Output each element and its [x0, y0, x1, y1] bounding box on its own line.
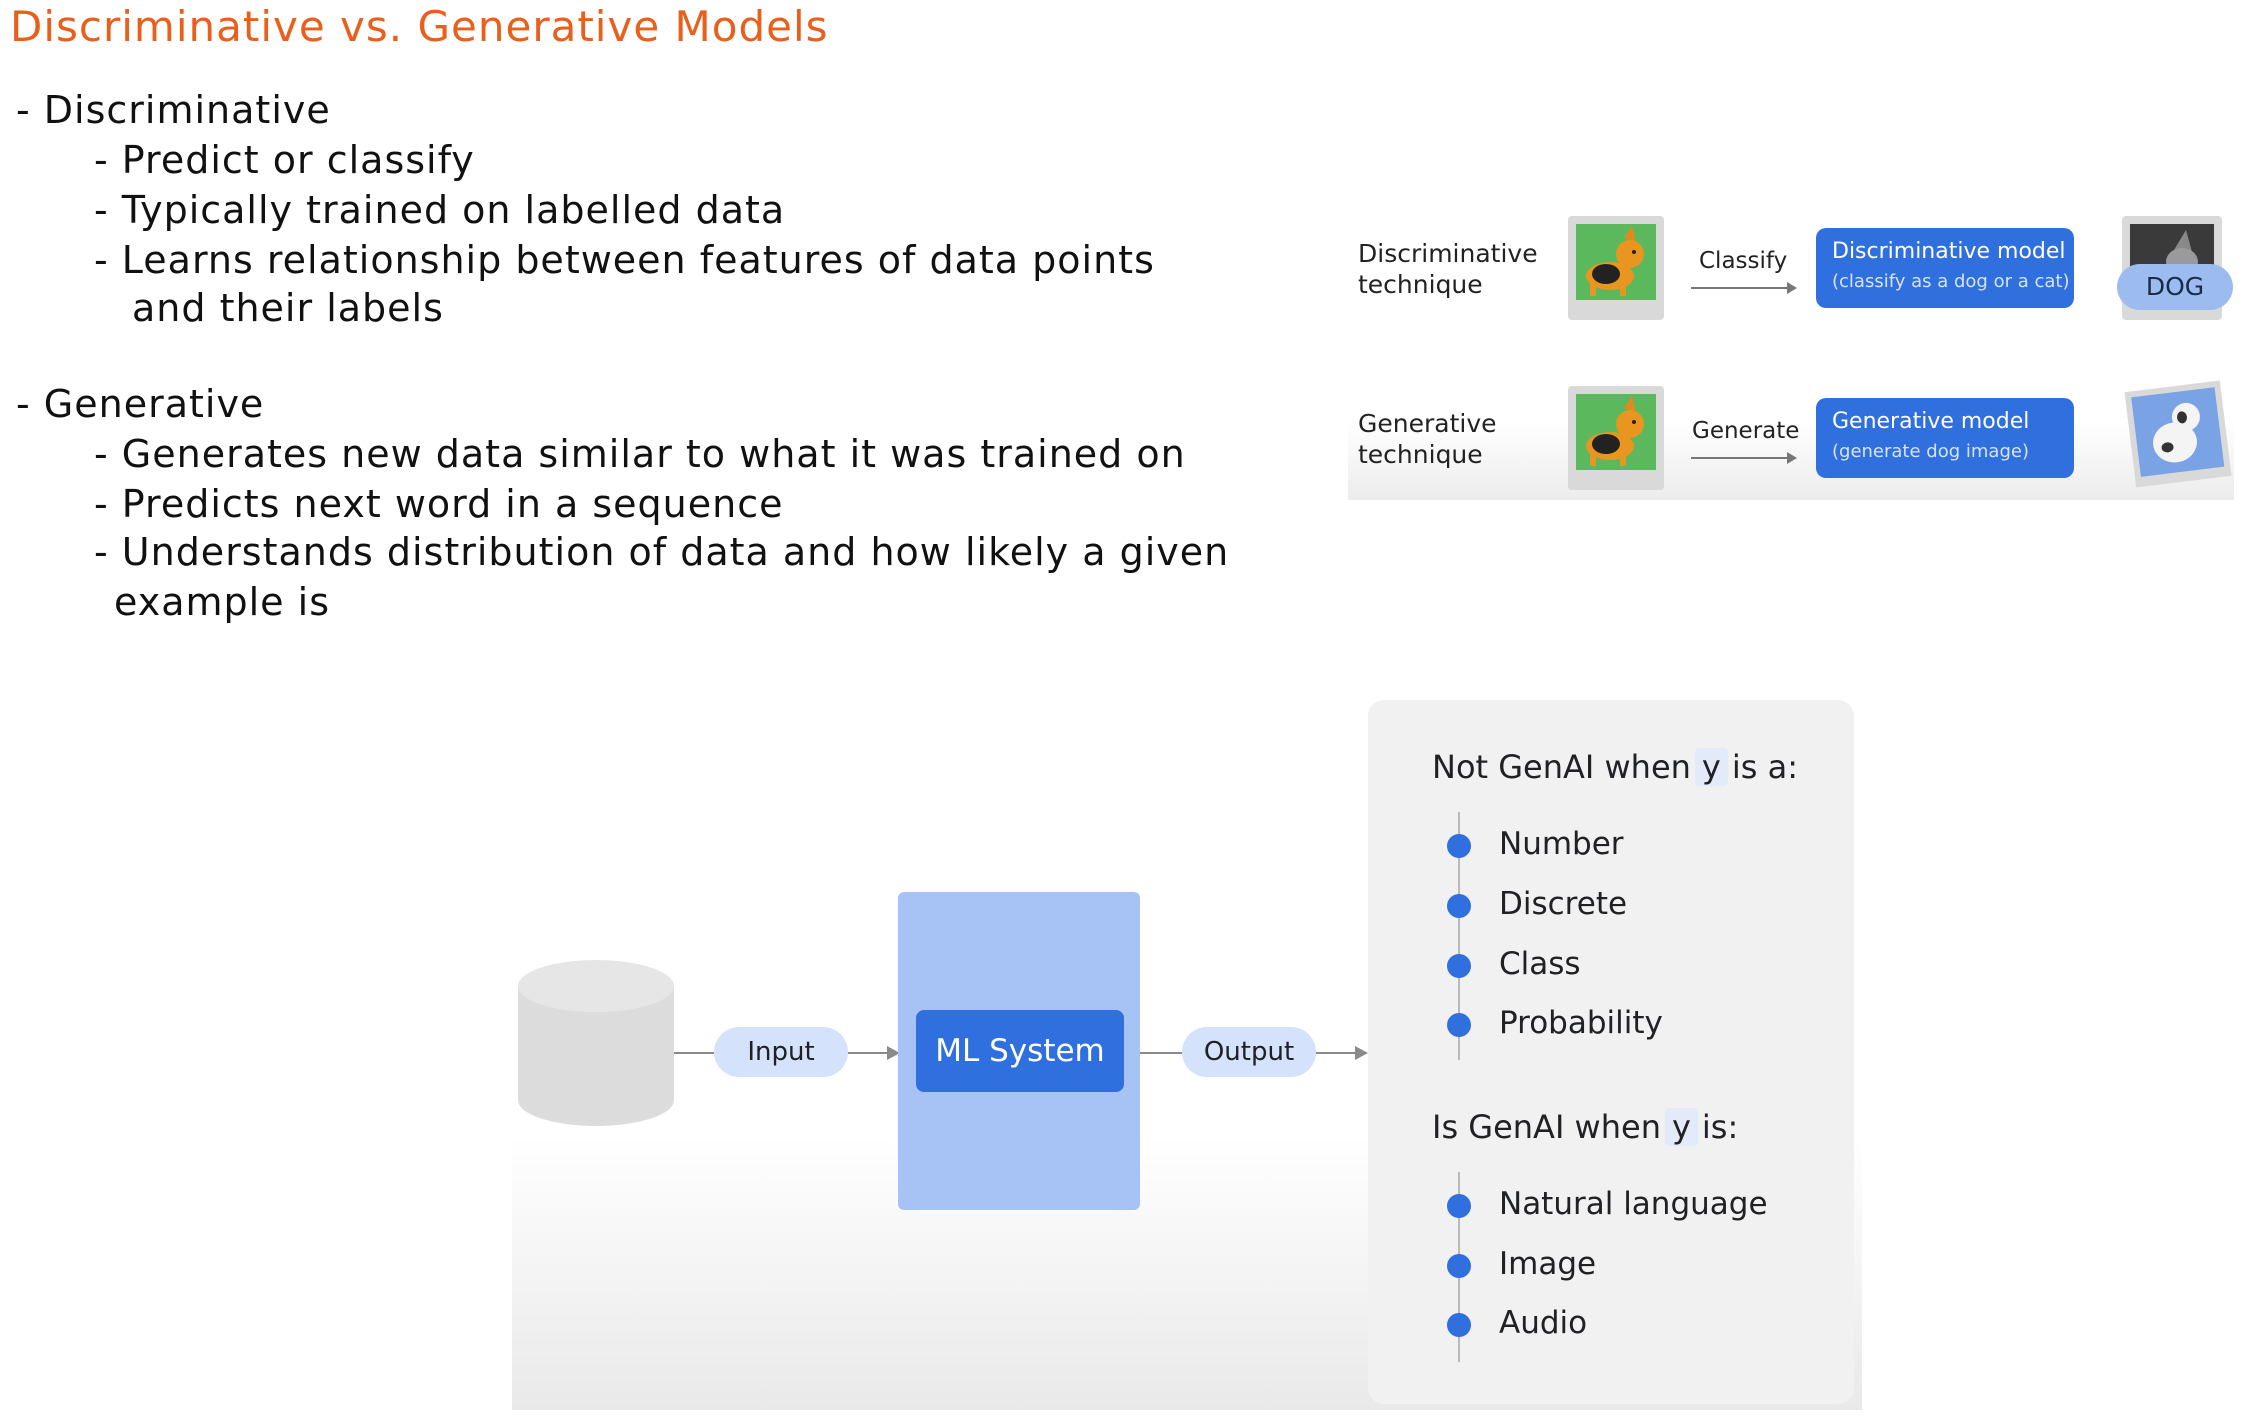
note-line-generative: - Generative [16, 382, 265, 426]
note-line-labelled: - Typically trained on labelled data [94, 188, 786, 232]
note-line-generates: - Generates new data similar to what it … [94, 432, 1186, 476]
dog-image [1576, 224, 1656, 300]
discriminative-model-subtitle: (classify as a dog or a cat) [1832, 271, 2070, 292]
discriminative-technique-label: Discriminative technique [1358, 239, 1538, 299]
genai-criteria-card [1368, 700, 1854, 1404]
bullet-dot [1447, 954, 1471, 978]
dog-photo-thumbnail [1568, 216, 1664, 320]
generative-technique-label: Generative technique [1358, 409, 1497, 469]
classify-arrow [1691, 282, 1797, 294]
bullet-dot [1447, 1254, 1471, 1278]
classify-arrow-label: Classify [1699, 248, 1788, 274]
dog-photo-thumbnail-generative [1568, 386, 1664, 490]
bullet-dot [1447, 1194, 1471, 1218]
note-line-labels: and their labels [132, 286, 444, 330]
generate-arrow [1691, 452, 1797, 464]
bullet-dot [1447, 894, 1471, 918]
dog-image [1576, 394, 1656, 470]
dog-result-badge: DOG [2117, 264, 2233, 310]
input-connector-line [674, 1052, 714, 1054]
note-line-relationship: - Learns relationship between features o… [94, 238, 1155, 282]
bullet-dot [1447, 1013, 1471, 1037]
is-genai-item-image: Image [1499, 1246, 1597, 1282]
not-genai-item-number: Number [1499, 826, 1624, 862]
not-genai-timeline [1458, 812, 1460, 1060]
output-arrow [1316, 1046, 1368, 1060]
notes-title: Discriminative vs. Generative Models [10, 2, 829, 51]
not-genai-heading-text: Not GenAI when [1432, 748, 1691, 786]
note-line-next-word: - Predicts next word in a sequence [94, 482, 784, 526]
not-genai-item-discrete: Discrete [1499, 886, 1628, 922]
not-genai-item-class: Class [1499, 946, 1581, 982]
bullet-dot [1447, 834, 1471, 858]
note-line-distribution: - Understands distribution of data and h… [94, 530, 1230, 574]
generative-model-title: Generative model [1832, 409, 2030, 434]
technique-panel [1348, 188, 2234, 500]
input-pill: Input [714, 1027, 848, 1077]
y-variable-chip: y [1664, 1108, 1698, 1146]
note-line-example: example is [114, 580, 330, 624]
not-genai-heading-suffix: is a: [1731, 748, 1798, 786]
generated-dog-image [2122, 378, 2234, 490]
is-genai-item-audio: Audio [1499, 1305, 1588, 1341]
is-genai-heading-suffix: is: [1701, 1108, 1739, 1146]
note-line-discriminative: - Discriminative [16, 88, 331, 132]
input-arrow [848, 1046, 900, 1060]
output-connector-line [1140, 1052, 1182, 1054]
note-line-predict: - Predict or classify [94, 138, 475, 182]
output-pill: Output [1182, 1027, 1316, 1077]
discriminative-model-box: Discriminative model (classify as a dog … [1816, 228, 2074, 308]
generative-model-subtitle: (generate dog image) [1832, 441, 2029, 462]
generative-model-box: Generative model (generate dog image) [1816, 398, 2074, 478]
dataset-cylinder-icon [518, 960, 674, 1126]
bullet-dot [1447, 1313, 1471, 1337]
is-genai-item-natural-language: Natural language [1499, 1186, 1768, 1222]
ml-system-box: ML System [916, 1010, 1124, 1092]
discriminative-model-title: Discriminative model [1832, 239, 2066, 264]
not-genai-item-probability: Probability [1499, 1005, 1663, 1041]
y-variable-chip: y [1694, 748, 1728, 786]
is-genai-heading-text: Is GenAI when [1432, 1108, 1661, 1146]
generate-arrow-label: Generate [1692, 418, 1800, 444]
